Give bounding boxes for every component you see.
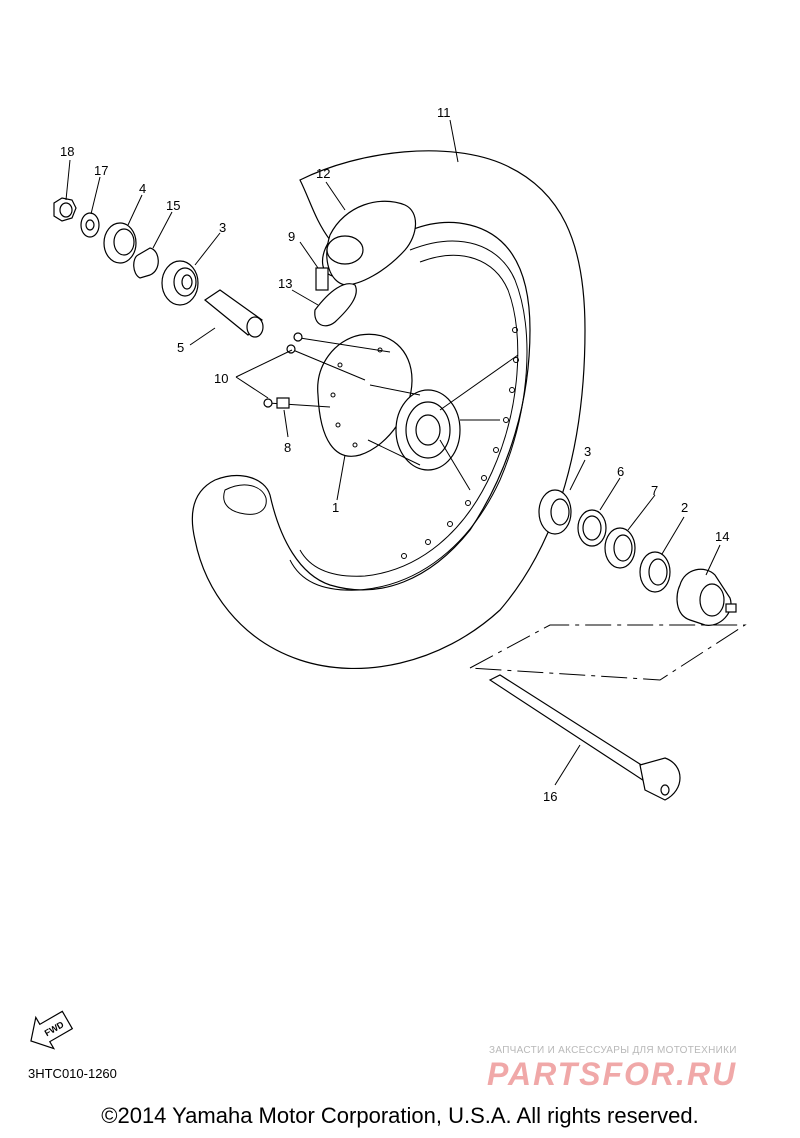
callout-3-right: 3 (584, 444, 591, 459)
watermark-logo: PARTSFOR.RU (487, 1056, 738, 1092)
copyright-notice: ©2014 Yamaha Motor Corporation, U.S.A. A… (101, 1103, 699, 1128)
callout-9: 9 (288, 229, 295, 244)
forward-arrow-icon: FWD (30, 1010, 74, 1050)
rim (289, 240, 528, 591)
bearing-left (161, 260, 199, 306)
nut (53, 197, 77, 222)
rim-band (314, 283, 357, 327)
callout-7: 7 (651, 483, 658, 498)
collar-right (639, 551, 671, 593)
spacer (203, 289, 264, 338)
callout-16: 16 (543, 789, 557, 804)
callout-3-left: 3 (219, 220, 226, 235)
callout-4: 4 (139, 181, 146, 196)
diagram-code: 3HTC010-1260 (28, 1066, 117, 1081)
callout-1: 1 (332, 500, 339, 515)
collar (133, 247, 159, 279)
valve (315, 267, 329, 291)
tube (326, 200, 417, 286)
spokes (263, 332, 519, 491)
callout-18: 18 (60, 144, 74, 159)
spoke-nipple (276, 397, 290, 409)
callout-15: 15 (166, 198, 180, 213)
washer (80, 212, 100, 238)
callout-6: 6 (617, 464, 624, 479)
oil-seal (103, 222, 137, 264)
callout-8: 8 (284, 440, 291, 455)
hub (317, 333, 461, 471)
axle (469, 624, 747, 801)
callout-12: 12 (316, 166, 330, 181)
callout-14: 14 (715, 529, 729, 544)
callout-labels: 1 2 3 3 4 5 6 7 8 9 10 11 12 13 14 15 16… (60, 105, 729, 804)
callout-2: 2 (681, 500, 688, 515)
circlip (577, 509, 607, 547)
callout-17: 17 (94, 163, 108, 178)
bearing-right (538, 489, 572, 535)
callout-11: 11 (437, 105, 451, 120)
callout-5: 5 (177, 340, 184, 355)
oil-seal-right (604, 527, 636, 569)
speedometer-gear-unit (676, 568, 737, 626)
callout-10: 10 (214, 371, 228, 386)
callout-13: 13 (278, 276, 292, 291)
leader-lines (65, 119, 721, 786)
watermark-tagline: ЗАПЧАСТИ И АКСЕССУАРЫ ДЛЯ МОТОТЕХНИКИ (489, 1045, 737, 1056)
